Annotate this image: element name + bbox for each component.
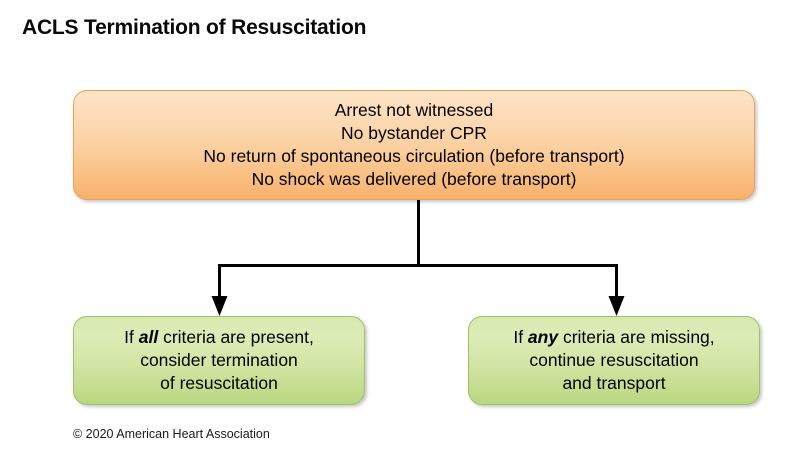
- outcome-all-line-3: of resuscitation: [160, 373, 278, 393]
- outcome-any-emphasis: any: [527, 327, 559, 347]
- criteria-box-text: Arrest not witnessed No bystander CPR No…: [74, 99, 754, 191]
- connector-arrows: [211, 198, 625, 316]
- arrowhead-left-icon: [211, 296, 228, 316]
- criteria-line-3: No return of spontaneous circulation (be…: [203, 146, 625, 166]
- outcome-any-line-3: and transport: [562, 373, 666, 393]
- outcome-box-all-criteria-present: If all criteria are present, consider te…: [73, 316, 365, 405]
- criteria-line-1: Arrest not witnessed: [334, 100, 494, 120]
- outcome-all-emphasis: all: [138, 327, 159, 347]
- outcome-all-line-2: consider termination: [140, 350, 298, 370]
- outcome-any-line-2: continue resuscitation: [529, 350, 699, 370]
- outcome-all-line-1-post: criteria are present,: [158, 327, 314, 347]
- criteria-box: Arrest not witnessed No bystander CPR No…: [73, 90, 755, 200]
- page-title: ACLS Termination of Resuscitation: [22, 16, 367, 39]
- outcome-box-any-criteria-missing: If any criteria are missing, continue re…: [468, 316, 760, 405]
- outcome-any-text: If any criteria are missing, continue re…: [469, 326, 759, 395]
- outcome-any-line-1-pre: If: [513, 327, 528, 347]
- criteria-line-2: No bystander CPR: [341, 123, 487, 143]
- criteria-line-4: No shock was delivered (before transport…: [251, 169, 577, 189]
- copyright-notice: © 2020 American Heart Association: [73, 427, 270, 441]
- outcome-any-line-1-post: criteria are missing,: [558, 327, 715, 347]
- outcome-all-line-1-pre: If: [124, 327, 139, 347]
- outcome-all-text: If all criteria are present, consider te…: [74, 326, 364, 395]
- outcome-any-line-1: If any criteria are missing,: [479, 326, 749, 349]
- outcome-all-line-1: If all criteria are present,: [84, 326, 354, 349]
- arrowhead-right-icon: [608, 296, 625, 316]
